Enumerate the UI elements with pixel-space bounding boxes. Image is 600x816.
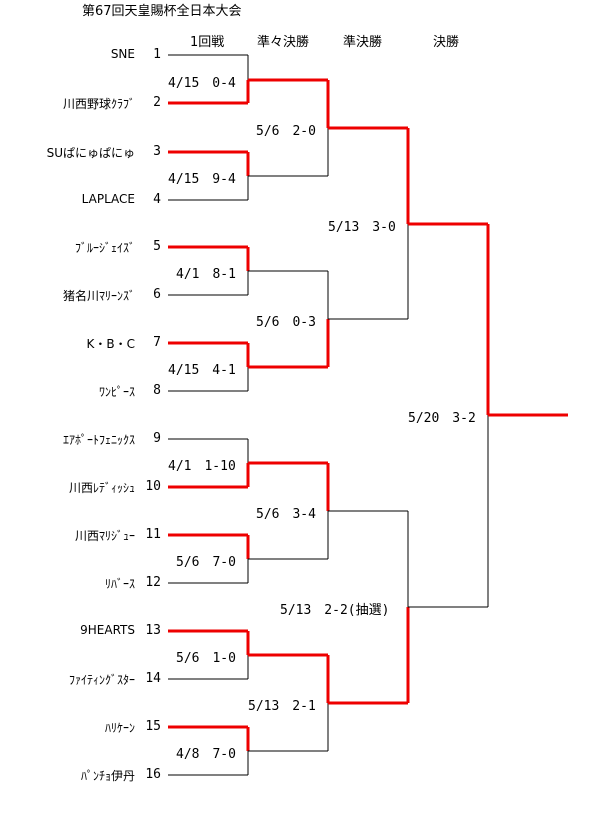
team-name: 猪名川ﾏﾘｰﾝｽﾞ <box>62 289 135 303</box>
team-name: ﾌﾞﾙｰｼﾞｪｲｽﾞ <box>74 241 135 255</box>
team-name: ﾊﾟﾝﾁｮ伊丹 <box>80 769 135 783</box>
team-name: ﾜﾝﾋﾟｰｽ <box>98 385 135 399</box>
header-round-1: 1回戦 <box>190 35 225 50</box>
match-result-r1: 4/15 0-4 <box>168 76 236 91</box>
match-result-semifinal: 5/13 2-2(抽選) <box>280 603 390 618</box>
match-result-r1: 5/6 1-0 <box>176 651 236 666</box>
team-name: ﾌｧｲﾃｨﾝｸﾞｽﾀｰ <box>68 673 135 687</box>
team-seed: 4 <box>153 192 161 207</box>
match-result-quarterfinal: 5/6 3-4 <box>256 507 316 522</box>
team-name: SNE <box>110 47 135 61</box>
team-name: 川西ﾏﾘｼﾞｭｰ <box>74 529 135 543</box>
header-semifinal: 準決勝 <box>343 35 383 50</box>
team-seed: 10 <box>145 479 161 494</box>
team-seed: 6 <box>153 287 161 302</box>
team-seed: 1 <box>153 47 161 62</box>
team-seed: 11 <box>145 527 161 542</box>
team-seed: 5 <box>153 239 161 254</box>
team-name: 川西野球ｸﾗﾌﾞ <box>62 97 135 111</box>
team-name: ｴｱﾎﾟｰﾄﾌｪﾆｯｸｽ <box>62 433 135 447</box>
match-result-r1: 4/1 8-1 <box>176 267 236 282</box>
team-name: 9HEARTS <box>80 623 135 637</box>
team-seed: 12 <box>145 575 161 590</box>
team-name: LAPLACE <box>81 192 135 206</box>
header-final: 決勝 <box>433 35 460 50</box>
match-result-quarterfinal: 5/6 2-0 <box>256 124 316 139</box>
header-quarterfinal: 準々決勝 <box>257 35 310 50</box>
team-seed: 2 <box>153 95 161 110</box>
team-seed: 7 <box>153 335 161 350</box>
team-seed: 14 <box>145 671 161 686</box>
team-seed: 13 <box>145 623 161 638</box>
team-seed: 15 <box>145 719 161 734</box>
team-seed: 16 <box>145 767 161 782</box>
team-name: ﾘﾊﾞｰｽ <box>104 577 135 591</box>
team-seed: 9 <box>153 431 161 446</box>
match-result-r1: 4/15 9-4 <box>168 172 236 187</box>
team-seed: 3 <box>153 144 161 159</box>
team-name: 川西ﾚﾃﾞｨｯｼｭ <box>68 481 135 495</box>
team-name: K・B・C <box>86 337 135 351</box>
team-name: ﾊﾘｹｰﾝ <box>104 721 135 735</box>
match-result-r1: 4/15 4-1 <box>168 363 236 378</box>
team-name: SUぱにゅぱにゅ <box>46 146 135 160</box>
team-seed: 8 <box>153 383 161 398</box>
match-result-r1: 4/1 1-10 <box>168 459 236 474</box>
match-result-quarterfinal: 5/6 0-3 <box>256 315 316 330</box>
match-result-semifinal: 5/13 3-0 <box>328 220 396 235</box>
match-result-r1: 5/6 7-0 <box>176 555 236 570</box>
page-title: 第67回天皇賜杯全日本大会 <box>82 4 242 19</box>
match-result-final: 5/20 3-2 <box>408 411 476 426</box>
match-result-r1: 4/8 7-0 <box>176 747 236 762</box>
match-result-quarterfinal: 5/13 2-1 <box>248 699 316 714</box>
